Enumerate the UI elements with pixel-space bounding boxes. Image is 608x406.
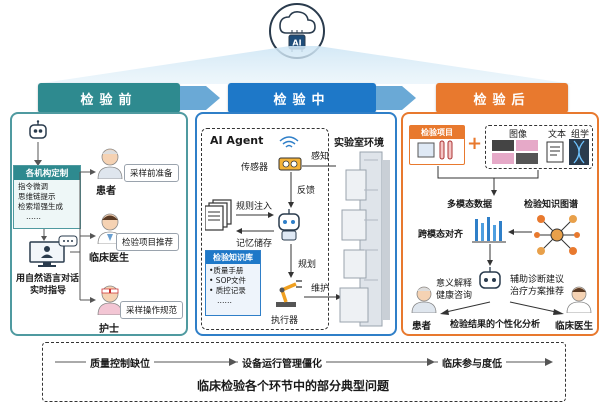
rule-inject-label: 规则注入 — [236, 202, 273, 212]
ai-custom-item: 指令微调 — [18, 182, 48, 191]
kb-item: …… — [217, 296, 232, 305]
explain-text: 健康咨询 — [436, 291, 473, 301]
merge-arrows — [437, 166, 539, 196]
result-robot-icon — [476, 266, 504, 294]
kb-item: •质量手册 — [209, 266, 244, 275]
sensor-label: 传感器 — [241, 163, 269, 173]
maintain-label: 维护 — [311, 284, 330, 294]
explain-text: 意义解释 — [436, 279, 473, 289]
role-bracket — [70, 169, 96, 303]
ai-custom-item: 思维链提示 — [18, 192, 56, 201]
task-patient: 采样前准备 — [124, 164, 179, 182]
ai-custom-item: 检索增强生成 — [18, 202, 63, 211]
chat-bubble-icon — [58, 234, 80, 248]
connector — [34, 142, 42, 166]
guide-text: 用自然语言对话 — [16, 274, 80, 284]
memory-label: 记忆储存 — [236, 239, 273, 249]
kb-item: • SOP文件 — [209, 276, 246, 285]
ai-cloud-chip-icon: AI — [262, 2, 332, 60]
post-patient-avatar-icon — [410, 285, 438, 314]
arrow-right-icon — [376, 83, 416, 113]
role-doctor: 临床医生 — [89, 253, 129, 264]
post-role-doctor: 临床医生 — [555, 321, 594, 332]
ai-custom-item: …… — [26, 212, 41, 221]
feedback-label: 反馈 — [297, 186, 316, 196]
monitor-icon — [28, 240, 68, 268]
dna-icon — [569, 139, 589, 165]
documents-icon — [204, 198, 235, 232]
connector — [41, 229, 47, 241]
align-down-arrow — [487, 244, 493, 266]
knowledge-base-box: 检验知识库 •质量手册 • SOP文件 • 质控记录 …… — [205, 250, 261, 316]
personal-analysis-label: 检验结果的个性化分析 — [450, 320, 541, 330]
assist-text: 治疗方案推荐 — [510, 287, 565, 297]
guide-text: 实时指导 — [30, 286, 67, 296]
problems-box — [42, 342, 566, 402]
ai-custom-box: 各机构定制 指令微调 思维链提示 检索增强生成 …… — [13, 165, 81, 229]
ai-chip-label: AI — [292, 39, 301, 48]
robot-icon — [27, 120, 49, 142]
maintain-arrow — [304, 294, 342, 300]
executor-label: 执行器 — [271, 316, 299, 326]
problem-item: 设备运行管理僵化 — [238, 355, 326, 370]
text-modality-icon — [546, 141, 564, 163]
assist-text: 辅助诊断建议 — [510, 275, 565, 285]
test-tube-icon — [417, 140, 453, 160]
align-bars-icon — [472, 215, 508, 243]
lab-env-label: 实验室环境 — [334, 138, 384, 149]
role-nurse: 护士 — [99, 324, 119, 335]
problem-item: 质量控制缺位 — [86, 355, 154, 370]
memory-arrow — [236, 228, 274, 234]
perceive-label: 感知 — [311, 152, 330, 162]
stage-banner-mid: 检验中 — [228, 83, 376, 113]
post-doctor-avatar-icon — [565, 285, 593, 314]
kb-title: 检验知识库 — [206, 251, 260, 264]
modality-box — [485, 125, 593, 169]
modality-text: 文本 — [548, 130, 567, 140]
arrow-right-icon — [180, 83, 220, 113]
kg-label: 检验知识图谱 — [524, 200, 579, 210]
robot-arm-icon — [270, 278, 306, 308]
personal-arrows — [440, 301, 564, 315]
role-patient: 患者 — [96, 186, 116, 197]
agent-robot-icon — [274, 208, 304, 242]
multimodal-label: 多模态数据 — [447, 200, 493, 210]
lab-item-box: 检验项目 — [409, 125, 465, 165]
problems-title: 临床检验各个环节中的部分典型问题 — [197, 379, 390, 393]
stage-banner-post: 检验后 — [436, 83, 568, 113]
task-nurse: 采样操作规范 — [120, 301, 184, 319]
perceive-arrow — [302, 165, 336, 167]
sensor-icon — [278, 156, 302, 172]
plan-arrow — [288, 244, 294, 278]
modality-image: 图像 — [509, 130, 528, 140]
task-doctor: 检验项目推荐 — [116, 233, 180, 251]
post-role-patient: 患者 — [412, 321, 432, 332]
modality-omics: 组学 — [571, 130, 590, 140]
wifi-icon — [278, 135, 300, 151]
plan-label: 规划 — [298, 260, 317, 270]
knowledge-graph-icon — [533, 211, 581, 259]
stage-banner-pre: 检验前 — [38, 83, 180, 113]
image-modality-icon — [491, 139, 539, 165]
ai-custom-title: 各机构定制 — [14, 166, 80, 180]
rule-arrow — [236, 212, 274, 218]
problem-item: 临床参与度低 — [438, 355, 506, 370]
patient-avatar-icon — [95, 147, 125, 180]
plus-sign: + — [467, 133, 483, 154]
feedback-arrow — [288, 172, 294, 208]
kg-to-align-arrow — [508, 229, 532, 235]
lab-analyzer-icon — [338, 150, 392, 328]
align-label: 跨模态对齐 — [418, 230, 464, 240]
kb-item: • 质控记录 — [209, 286, 246, 295]
lab-item-title: 检验项目 — [410, 126, 464, 139]
light-fan — [36, 46, 572, 84]
agent-title: AI Agent — [210, 134, 264, 147]
agent-area — [201, 128, 329, 330]
